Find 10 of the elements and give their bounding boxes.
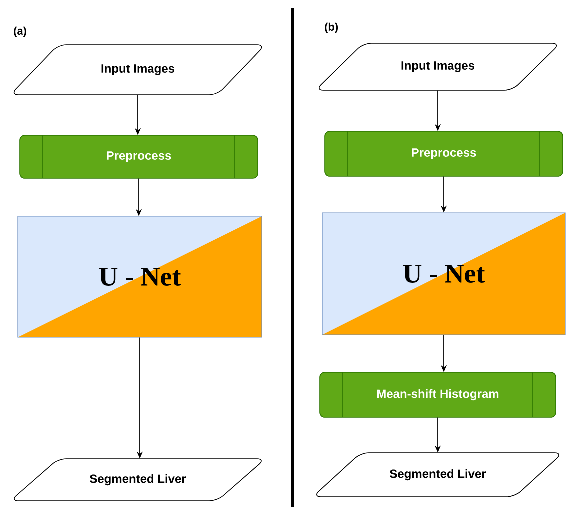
input-output-parallelogram: Segmented Liver: [14, 458, 262, 502]
input-output-parallelogram: Input Images: [319, 43, 557, 91]
input-output-parallelogram: Segmented Liver: [316, 452, 560, 498]
input-output-parallelogram: Input Images: [14, 44, 262, 96]
unet-box: U - Net: [18, 216, 262, 338]
process-box: Preprocess: [20, 135, 258, 179]
process-box: Mean-shift Histogram: [320, 372, 556, 418]
panel-label: (b): [325, 22, 338, 34]
process-box: Preprocess: [324, 131, 564, 177]
unet-box: U - Net: [322, 212, 566, 336]
